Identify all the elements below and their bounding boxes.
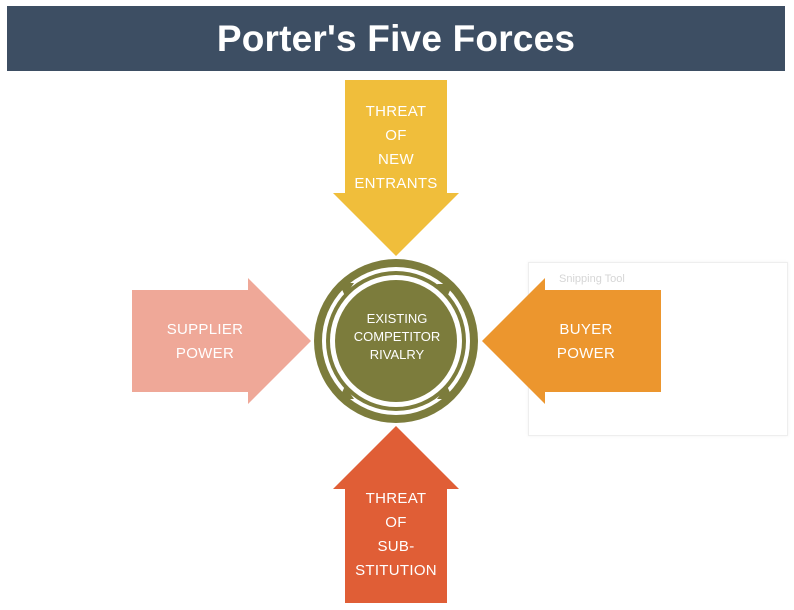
label-line: SUB- xyxy=(377,538,415,555)
title-banner: Porter's Five Forces xyxy=(7,6,785,71)
label-line: POWER xyxy=(556,345,616,362)
substitution-label: THREAT OF SUB- STITUTION xyxy=(346,487,446,583)
cycle-arrowhead-icon xyxy=(437,284,453,297)
label-line: BUYER xyxy=(559,321,613,338)
label-line: THREAT xyxy=(365,490,427,507)
supplier-power-arrow xyxy=(132,278,311,404)
label-line: OF xyxy=(385,514,407,531)
substitution-arrow xyxy=(333,426,459,603)
rivalry-label: EXISTING COMPETITOR RIVALRY xyxy=(338,310,456,364)
rivalry-core xyxy=(335,280,457,402)
supplier-power-label: SUPPLIER POWER xyxy=(145,318,265,366)
page-title: Porter's Five Forces xyxy=(216,17,576,59)
label-line: STITUTION xyxy=(355,562,437,579)
cycle-arrowhead-icon xyxy=(339,386,354,399)
label-line: OF xyxy=(385,127,407,144)
label-line: POWER xyxy=(175,345,235,362)
label-line: ENTRANTS xyxy=(354,175,438,192)
new-entrants-arrow xyxy=(333,80,459,256)
label-line: NEW xyxy=(378,151,414,168)
label-line: EXISTING xyxy=(366,311,428,326)
snipping-tool-label: Snipping Tool xyxy=(559,273,625,285)
label-line: RIVALRY xyxy=(369,347,425,362)
buyer-power-arrow xyxy=(482,278,661,404)
buyer-power-label: BUYER POWER xyxy=(536,318,636,366)
label-line: COMPETITOR xyxy=(353,329,441,344)
new-entrants-label: THREAT OF NEW ENTRANTS xyxy=(346,100,446,196)
cycle-arrowhead-icon xyxy=(339,283,354,296)
cycle-arrowhead-icon xyxy=(437,386,453,399)
label-line: THREAT xyxy=(365,103,427,120)
label-line: SUPPLIER xyxy=(166,321,244,338)
